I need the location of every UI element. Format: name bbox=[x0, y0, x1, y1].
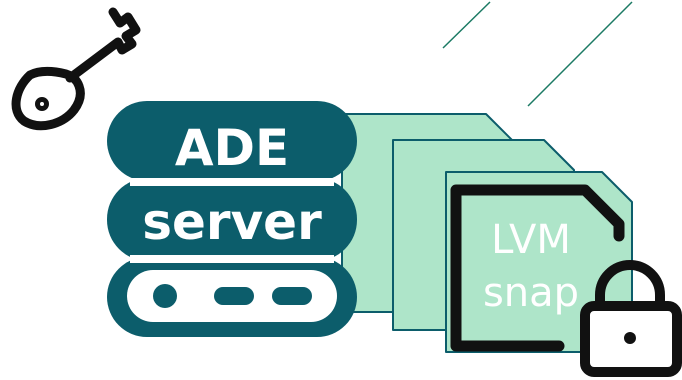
snapshot-label-line1: LVM bbox=[491, 217, 571, 263]
accent-line-2 bbox=[527, 1, 633, 107]
status-light-dash-2 bbox=[272, 287, 312, 305]
server-stack: ADE server bbox=[107, 101, 357, 337]
padlock-keyhole bbox=[624, 332, 636, 344]
snapshot-stack bbox=[341, 113, 633, 353]
snapshot-label-line2: snap bbox=[483, 270, 579, 316]
key-icon bbox=[11, 7, 141, 131]
accent-line-1 bbox=[442, 1, 491, 49]
server-label-line2: server bbox=[142, 193, 322, 251]
server-unit-middle bbox=[107, 178, 357, 261]
status-light-dash-1 bbox=[214, 287, 254, 305]
server-label-line1: ADE bbox=[175, 119, 289, 177]
padlock-shackle bbox=[595, 260, 665, 311]
padlock-icon bbox=[580, 260, 682, 377]
status-lights-icon bbox=[127, 270, 337, 322]
snapshot-bracket-outline bbox=[450, 184, 625, 352]
server-unit-top bbox=[107, 101, 357, 181]
status-light-dot bbox=[153, 284, 177, 308]
decorative-accent-lines bbox=[442, 1, 633, 107]
